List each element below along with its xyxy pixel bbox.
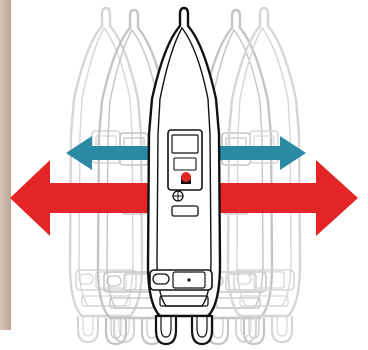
hatch-latch — [187, 278, 190, 281]
steering-wheel-icon — [173, 191, 183, 201]
outboard-motor-left — [156, 316, 176, 344]
outboard-motor-right — [192, 316, 212, 344]
transom-box — [150, 270, 212, 290]
outboard-motors — [156, 316, 212, 344]
joystick-icon — [181, 172, 191, 184]
photo-edge — [0, 0, 11, 330]
main-hull — [148, 8, 220, 316]
